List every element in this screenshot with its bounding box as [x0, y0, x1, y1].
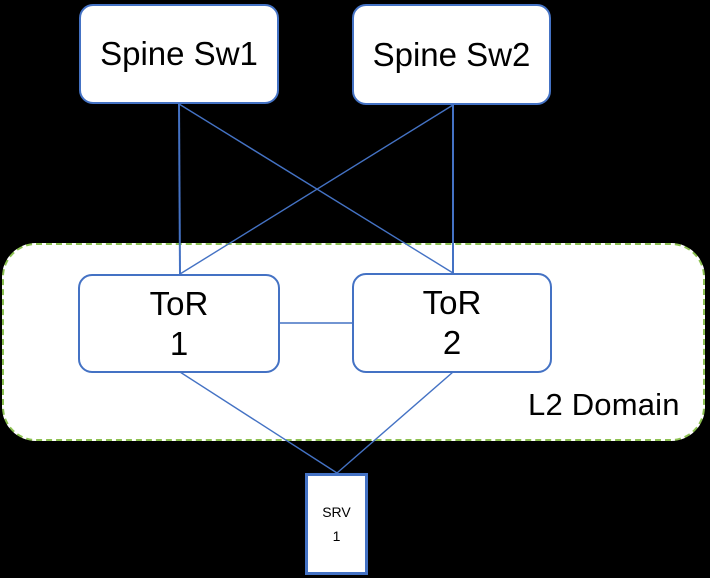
node-spine-sw1[interactable]: Spine Sw1: [79, 4, 279, 104]
node-srv-1-label: SRV: [322, 504, 351, 520]
node-tor-1[interactable]: ToR 1: [78, 274, 280, 373]
l2-domain-label: L2 Domain: [528, 387, 680, 422]
node-spine-sw2[interactable]: Spine Sw2: [352, 4, 551, 105]
node-tor-2-label: ToR: [422, 284, 482, 321]
node-spine-sw1-label: Spine Sw1: [100, 35, 258, 72]
node-tor-2-index: 2: [442, 324, 462, 361]
node-tor-1-index: 1: [169, 324, 189, 362]
node-srv-1[interactable]: SRV 1: [305, 473, 368, 575]
node-tor-1-label: ToR: [149, 284, 209, 322]
node-spine-sw2-label: Spine Sw2: [372, 35, 531, 73]
node-srv-1-index: 1: [332, 528, 341, 544]
node-tor-2[interactable]: ToR 2: [352, 273, 552, 373]
